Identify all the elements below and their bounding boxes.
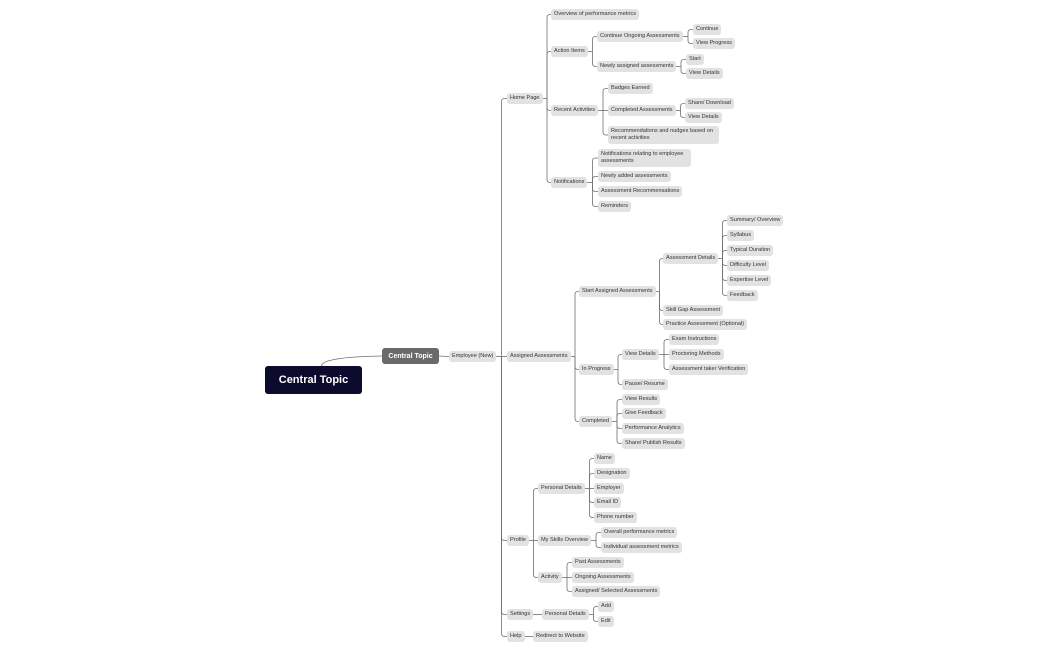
notifications-node[interactable]: Notifications <box>551 177 588 188</box>
feedback-node[interactable]: Feedback <box>727 290 758 301</box>
settings-node[interactable]: Settings <box>507 609 534 620</box>
performance-analytics-node[interactable]: Performance Analytics <box>622 423 684 434</box>
skills-overview-node[interactable]: My Skills Overview <box>538 535 591 546</box>
pause-resume-node[interactable]: Pause/ Resume <box>622 379 668 390</box>
give-feedback-node[interactable]: Give Feedback <box>622 408 666 419</box>
view-progress-node[interactable]: View Progress <box>693 38 735 49</box>
share-publish-node[interactable]: Share/ Publish Results <box>622 438 685 449</box>
topic-connector <box>438 355 450 357</box>
continue-ongoing-node[interactable]: Continue Ongoing Assessments <box>597 31 683 42</box>
practice-assessment-node[interactable]: Practice Assessment (Optional) <box>663 319 748 330</box>
notif-employee-node[interactable]: Notifications relating to employee asses… <box>598 149 691 167</box>
expertise-level-node[interactable]: Expertise Level <box>727 275 772 286</box>
newly-added-node[interactable]: Newly added assessments <box>598 171 671 182</box>
central-topic-root[interactable]: Central Topic <box>265 366 362 394</box>
activity-node[interactable]: Activity <box>538 572 562 583</box>
edge-home-page-node-overview-metrics-node <box>546 14 551 99</box>
assessment-details-node[interactable]: Assessment Details <box>663 253 719 264</box>
email-id-node[interactable]: Email ID <box>594 497 622 508</box>
completed-assessments-node[interactable]: Completed Assessments <box>608 105 676 116</box>
redirect-website-node[interactable]: Redirect to Website <box>533 631 588 642</box>
edge-employee-new-node-settings-node <box>501 356 507 615</box>
typical-duration-node[interactable]: Typical Duration <box>727 245 774 256</box>
overall-metrics-node[interactable]: Overall performance metrics <box>601 527 678 538</box>
employee-new-node[interactable]: Employee (New) <box>449 351 497 362</box>
edge-employee-new-node-home-page-node <box>501 98 507 357</box>
individual-metrics-node[interactable]: Individual assessment metrics <box>601 542 682 553</box>
ongoing-assessments-node[interactable]: Ongoing Assessments <box>572 572 634 583</box>
start-assigned-node[interactable]: Start Assigned Assessments <box>579 286 656 297</box>
employer-node[interactable]: Employer <box>594 483 624 494</box>
in-progress-view-details-node[interactable]: View Details <box>622 349 659 360</box>
edit-node[interactable]: Edit <box>598 616 614 627</box>
proctoring-methods-node[interactable]: Proctoring Methods <box>669 349 724 360</box>
reminders-node[interactable]: Reminders <box>598 201 632 212</box>
edge-start-assigned-node-assessment-details-node <box>659 258 663 292</box>
difficulty-level-node[interactable]: Difficulty Level <box>727 260 769 271</box>
edge-profile-node-activity-node <box>533 540 538 578</box>
edge-home-page-node-action-items-node <box>546 51 551 99</box>
root-connector <box>321 355 383 367</box>
edge-assigned-assessments-node-start-assigned-node <box>574 291 579 357</box>
home-page-node[interactable]: Home Page <box>507 93 543 104</box>
view-details-node[interactable]: View Details <box>686 68 723 79</box>
edge-employee-new-node-help-node <box>501 356 507 637</box>
completed-node[interactable]: Completed <box>579 416 613 427</box>
add-node[interactable]: Add <box>598 601 614 612</box>
recommendations-node[interactable]: Recommendations and nudges based on rece… <box>608 126 719 144</box>
skill-gap-node[interactable]: Skill Gap Assessment <box>663 305 724 316</box>
edge-employee-new-node-profile-node <box>501 356 507 541</box>
profile-node[interactable]: Profile <box>507 535 529 546</box>
summary-overview-node[interactable]: Summary/ Overview <box>727 215 784 226</box>
action-items-node[interactable]: Action Items <box>551 46 588 57</box>
help-node[interactable]: Help <box>507 631 525 642</box>
badges-earned-node[interactable]: Badges Earned <box>608 83 653 94</box>
central-topic-node[interactable]: Central Topic <box>382 348 439 364</box>
newly-assigned-node[interactable]: Newly assigned assessments <box>597 61 677 72</box>
profile-personal-details-node[interactable]: Personal Details <box>538 483 585 494</box>
assigned-assessments-node[interactable]: Assigned Assessments <box>507 351 571 362</box>
settings-personal-details-node[interactable]: Personal Details <box>542 609 589 620</box>
view-results-node[interactable]: View Results <box>622 394 661 405</box>
phone-number-node[interactable]: Phone number <box>594 512 637 523</box>
syllabus-node[interactable]: Syllabus <box>727 230 755 241</box>
designation-node[interactable]: Designation <box>594 468 630 479</box>
name-node[interactable]: Name <box>594 453 615 464</box>
continue-node[interactable]: Continue <box>693 24 722 35</box>
overview-metrics-node[interactable]: Overview of performance metrics <box>551 9 640 20</box>
past-assessments-node[interactable]: Past Assessments <box>572 557 624 568</box>
taker-verification-node[interactable]: Assessment taker Verification <box>669 364 749 375</box>
view-details-2-node[interactable]: View Details <box>685 112 722 123</box>
assigned-selected-node[interactable]: Assigned/ Selected Assessments <box>572 586 661 597</box>
edge-profile-node-profile-personal-details-node <box>533 488 538 541</box>
recent-activities-node[interactable]: Recent Activities <box>551 105 599 116</box>
in-progress-node[interactable]: In Progress <box>579 364 614 375</box>
share-download-node[interactable]: Share/ Download <box>685 98 734 109</box>
assessment-recs-node[interactable]: Assessment Recommensations <box>598 186 683 197</box>
start-node[interactable]: Start <box>686 54 704 65</box>
exam-instructions-node[interactable]: Exam Instructions <box>669 334 720 345</box>
